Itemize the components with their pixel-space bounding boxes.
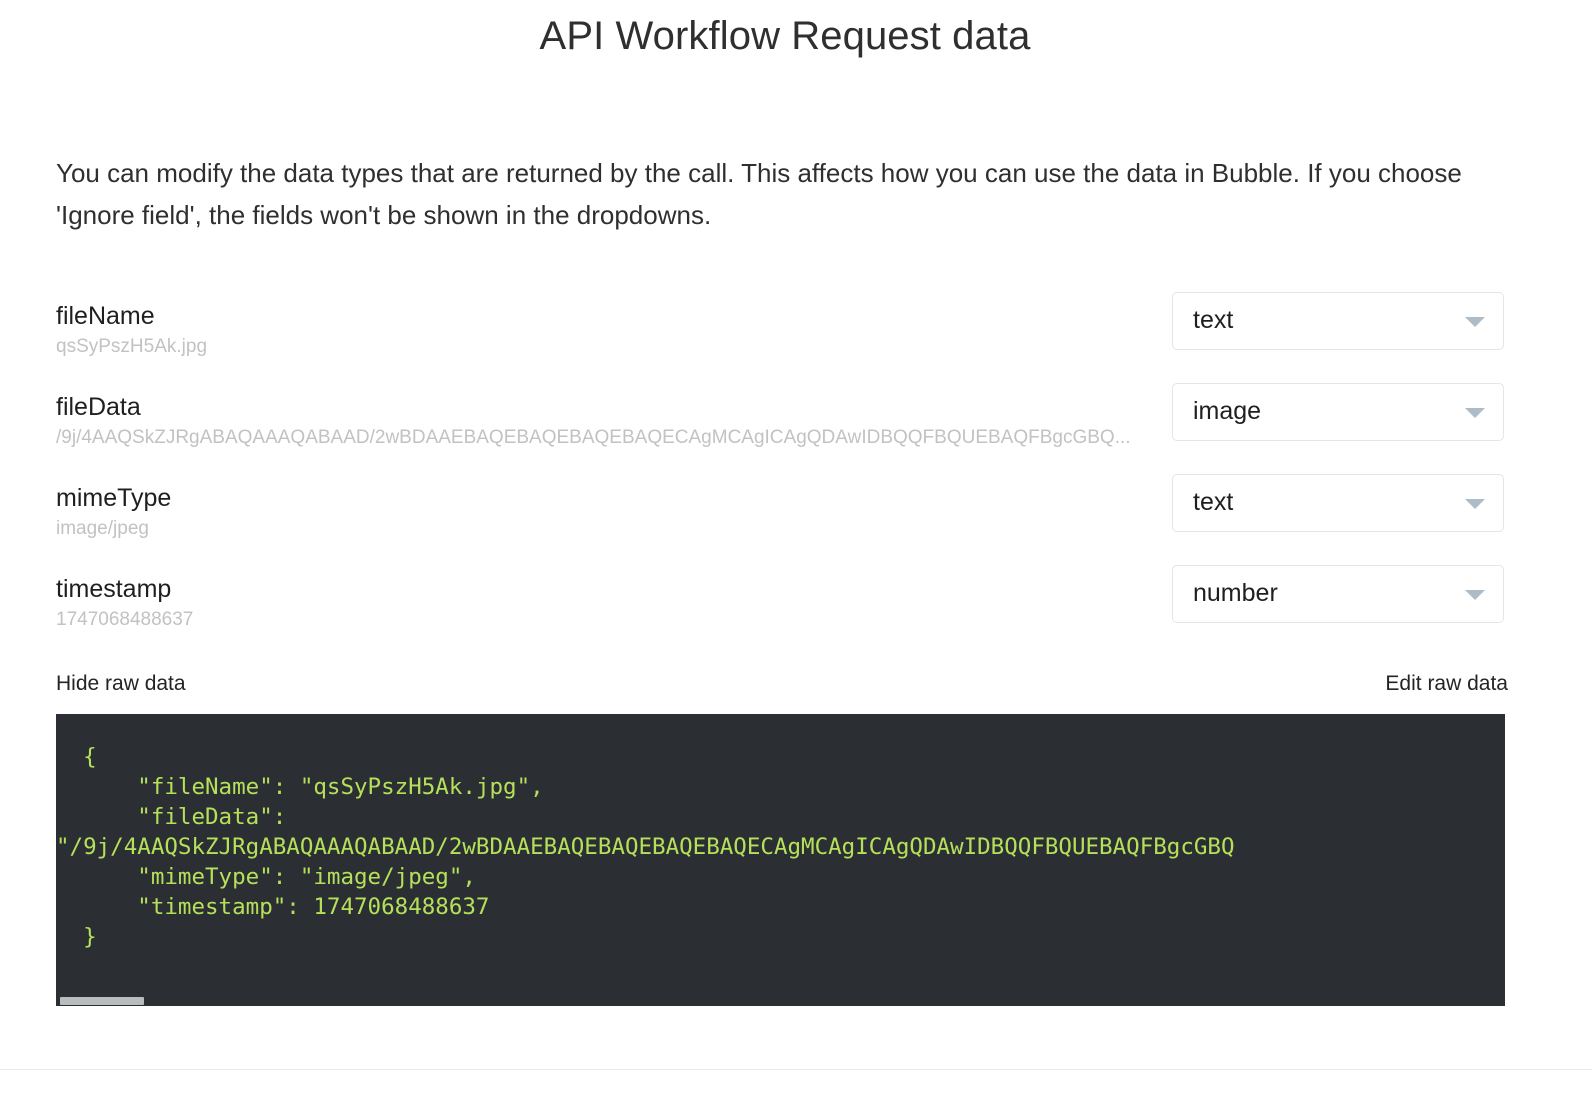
field-name-label: mimeType bbox=[56, 484, 172, 512]
raw-data-code-block[interactable]: { "fileName": "qsSyPszH5Ak.jpg", "fileDa… bbox=[56, 714, 1505, 1006]
field-name-label: fileData bbox=[56, 393, 141, 421]
field-value-preview: 1747068488637 bbox=[56, 609, 194, 630]
field-type-select[interactable]: image bbox=[1172, 383, 1504, 441]
field-type-select[interactable]: text bbox=[1172, 474, 1504, 532]
page-title: API Workflow Request data bbox=[539, 14, 1031, 58]
field-value-preview: image/jpeg bbox=[56, 518, 149, 539]
code-scrollbar-thumb[interactable] bbox=[60, 997, 144, 1005]
chevron-down-icon bbox=[1465, 499, 1485, 509]
code-horizontal-scrollbar[interactable] bbox=[56, 996, 1505, 1006]
field-value-preview: /9j/4AAQSkZJRgABAQAAAQABAAD/2wBDAAEBAQEB… bbox=[56, 427, 1131, 448]
field-list: fileName qsSyPszH5Ak.jpg text fileData /… bbox=[56, 292, 1508, 662]
edit-raw-data-link[interactable]: Edit raw data bbox=[1385, 672, 1508, 695]
field-row: mimeType image/jpeg text bbox=[56, 474, 1508, 571]
hide-raw-data-link[interactable]: Hide raw data bbox=[56, 672, 186, 695]
chevron-down-icon bbox=[1465, 408, 1485, 418]
field-type-select[interactable]: number bbox=[1172, 565, 1504, 623]
description-text: You can modify the data types that are r… bbox=[56, 158, 1462, 230]
raw-data-toolbar: Hide raw data Edit raw data bbox=[56, 672, 1508, 700]
footer-divider bbox=[0, 1069, 1592, 1070]
field-value-preview: qsSyPszH5Ak.jpg bbox=[56, 336, 208, 357]
field-row: timestamp 1747068488637 number bbox=[56, 565, 1508, 662]
field-type-value: image bbox=[1193, 397, 1262, 425]
raw-data-json: { "fileName": "qsSyPszH5Ak.jpg", "fileDa… bbox=[56, 744, 1235, 950]
field-name-label: fileName bbox=[56, 302, 155, 330]
field-row: fileName qsSyPszH5Ak.jpg text bbox=[56, 292, 1508, 389]
field-row: fileData /9j/4AAQSkZJRgABAQAAAQABAAD/2wB… bbox=[56, 383, 1508, 480]
chevron-down-icon bbox=[1465, 317, 1485, 327]
chevron-down-icon bbox=[1465, 590, 1485, 600]
field-type-value: text bbox=[1193, 488, 1234, 516]
field-type-value: text bbox=[1193, 306, 1234, 334]
field-name-label: timestamp bbox=[56, 575, 172, 603]
field-type-select[interactable]: text bbox=[1172, 292, 1504, 350]
field-type-value: number bbox=[1193, 579, 1278, 607]
